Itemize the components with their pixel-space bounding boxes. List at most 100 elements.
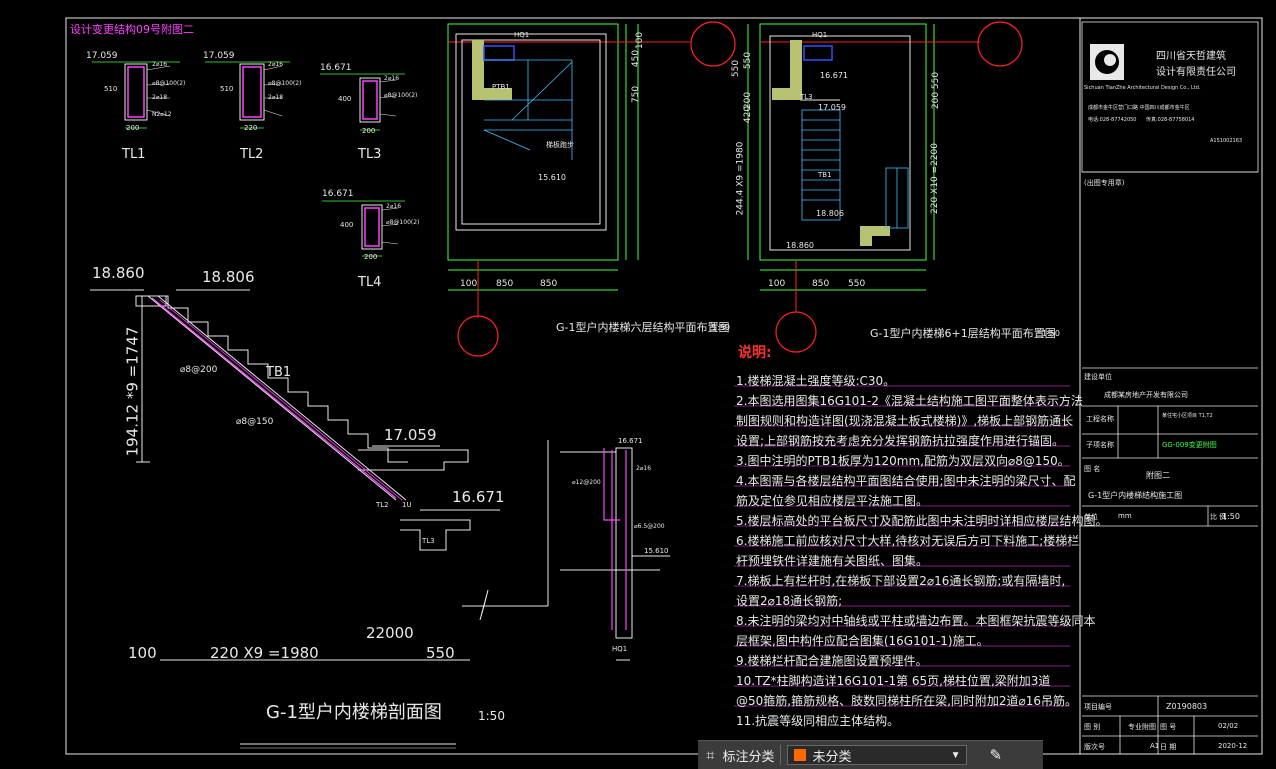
note-line: 9.楼梯栏杆配合建施图设置预埋件。 (736, 654, 928, 668)
section-tl2: TL2 (376, 501, 389, 509)
note-line: 11.抗震等级同相应主体结构。 (736, 714, 900, 728)
drawing-name-1: 附图二 (1146, 471, 1170, 480)
tl1-elev: 17.059 (86, 51, 118, 61)
detail-rebar-3: ⌀6.5@200 (634, 523, 665, 530)
plan1-dim-0: 100 (460, 279, 478, 289)
project-no-label: 项目编号 (1084, 703, 1112, 711)
tl3-height: 400 (338, 95, 352, 103)
client-name: 成都某房地产开发有限公司 (1104, 391, 1188, 399)
sheet-no-label: 图 号 (1160, 723, 1177, 731)
detail-elev-1: 16.671 (618, 437, 643, 445)
sheet-no: 02/02 (1218, 722, 1239, 730)
note-line: 层框架,图中构件应配合图集(16G101-1)施工。 (736, 634, 989, 648)
detail-rebar-2: ⌀12@200 (572, 479, 601, 486)
tl4-rebar-top: 2⌀16 (386, 203, 402, 210)
sheet-type: 专业附图 (1128, 723, 1156, 731)
note-line: @50箍筋,箍筋规格、肢数同梯柱所在梁,同时附加2道⌀16吊筋。 (736, 694, 1078, 708)
plan2-dim-8: 420 (743, 105, 754, 124)
layers-icon: ⌗ (706, 746, 715, 764)
plan2-elev3: 18.806 (816, 209, 844, 218)
plan2-tb1: TB1 (818, 171, 832, 179)
plan1-dim-5: 100 (635, 31, 646, 50)
tl3-elev: 16.671 (320, 63, 352, 73)
company-fax: 传真:028-87758014 (1146, 117, 1195, 123)
section-dim-3: 22000 (366, 624, 414, 642)
plan1-dim-2: 850 (540, 279, 558, 289)
section-elev-4: 16.671 (452, 488, 505, 506)
tl3-width: 200 (362, 127, 376, 135)
plan2-dim-3: 550 (731, 59, 742, 78)
annotation-toolbar: ⌗ 标注分类 未分类 ▼ ✎ (698, 740, 1043, 769)
section-elev-2: 18.806 (202, 268, 255, 286)
note-line: 2.本图选用图集16G101-2《混凝土结构施工图平面整体表示方法 (736, 394, 1083, 408)
tl4-rebar-stirrup: ⌀8@100(2) (386, 219, 420, 226)
note-line: 1.楼梯混凝土强度等级:C30。 (736, 374, 896, 388)
beam-tl3-label: TL3 (358, 147, 382, 162)
tl4-width: 200 (364, 253, 378, 261)
section-elev-1: 18.860 (92, 264, 145, 282)
plan1-scale: 1:50 (712, 323, 730, 332)
beam-tl1-label: TL1 (122, 147, 146, 162)
tl1-width: 200 (126, 124, 140, 132)
plan1-elev: 15.610 (538, 173, 566, 182)
note-line: 4.本图需与各楼层结构平面图结合使用;图中未注明的梁尺寸、配 (736, 474, 1076, 488)
plan2-hq1: HQ1 (812, 31, 828, 39)
section-dim-1: 100 (128, 644, 157, 662)
client-label: 建设单位 (1084, 373, 1112, 381)
tl3-rebar-stirrup: ⌀8@100(2) (384, 92, 418, 99)
edit-button[interactable]: ✎ (979, 741, 1012, 769)
notes-heading: 说明: (738, 345, 772, 361)
note-line: 6.楼梯施工前应核对尺寸大样,待核对无误后方可下料施工;楼梯栏 (736, 534, 1080, 548)
company-logo (1090, 44, 1124, 80)
company-name-en: Sichuan TianZhe Architectural Design Co.… (1084, 85, 1201, 91)
tl2-rebar-stirrup: ⌀8@100(2) (268, 80, 302, 87)
note-line: 5.楼层标高处的平台板尺寸及配筋此图中未注明时详相应楼层结构图。 (736, 514, 1108, 528)
note-line: 7.梯板上有栏杆时,在梯板下部设置2⌀16通长钢筋;或有隔墙时, (736, 574, 1066, 588)
plan2-elev4: 18.860 (786, 241, 814, 250)
layers-button[interactable]: ⌗ (698, 741, 722, 769)
plan2-elev2: 17.059 (818, 103, 846, 112)
tl3-rebar-top: 2⌀16 (384, 75, 400, 82)
subproject-label: 子项名称 (1086, 441, 1114, 449)
section-elev-3: 17.059 (384, 426, 437, 444)
beam-tl2-label: TL2 (240, 147, 264, 162)
plan2-dim-2: 550 (848, 279, 866, 289)
tl1-rebar-stirrup: ⌀8@100(2) (152, 80, 186, 87)
project-label: 工程名称 (1086, 415, 1114, 423)
section-rebar-2: ⌀8@150 (236, 417, 274, 427)
note-line: 10.TZ*柱脚构造详16G101-1第 65页,梯柱位置,梁附加3道 (736, 674, 1051, 688)
plan2-dim-4: 200 550 (931, 71, 942, 110)
company-address: 成都市金牛区营门口路 中国四川成都市金牛区 (1088, 105, 1190, 111)
detail-title: HQ1 (612, 645, 628, 653)
plan1-dim-4: 750 (631, 85, 642, 104)
chevron-down-icon: ▼ (950, 749, 961, 761)
pencil-icon: ✎ (989, 747, 1003, 764)
tl2-width: 220 (244, 124, 258, 132)
tl4-height: 400 (340, 221, 354, 229)
tl1-rebar-top: 2⌀16 (152, 61, 168, 68)
section-rebar-1: ⌀8@200 (180, 365, 218, 375)
note-line: 制图规则和构造详图(现浇混凝土板式楼梯)》,梯板上部钢筋通长 (736, 414, 1074, 428)
version-value: A1 (1150, 742, 1160, 750)
project-no: Z0190803 (1166, 702, 1208, 711)
company-tel: 电话:028-87742050 (1088, 117, 1137, 123)
note-line: 8.未注明的梁均对中轴线或平柱或墙边布置。本图框架抗震等级同本 (736, 614, 1096, 628)
category-dropdown[interactable]: 未分类 ▼ (787, 745, 968, 765)
company-name-2: 设计有限责任公司 (1156, 67, 1236, 78)
tl2-rebar-bottom: 2⌀18 (268, 94, 284, 101)
plan1-title: G-1型户内楼梯六层结构平面布置图 (556, 321, 730, 334)
tl1-rebar-bottom: 2⌀18 (152, 94, 168, 101)
plan1-hq1: HQ1 (514, 31, 530, 39)
toolbar-divider (780, 745, 782, 765)
beam-tl4-label: TL4 (358, 275, 382, 290)
plan2-dim-9: 550 (743, 51, 754, 70)
unit-value: mm (1118, 512, 1132, 520)
section-1u: 1U (402, 501, 412, 509)
plan2-dim-1: 850 (812, 279, 830, 289)
scale-label: 比 例 (1210, 513, 1227, 521)
annotation-category-label: 标注分类 (722, 748, 775, 764)
version-label: 版次号 (1084, 743, 1105, 751)
section-tl3: TL3 (422, 537, 435, 545)
section-dim-4: 550 (426, 644, 455, 662)
